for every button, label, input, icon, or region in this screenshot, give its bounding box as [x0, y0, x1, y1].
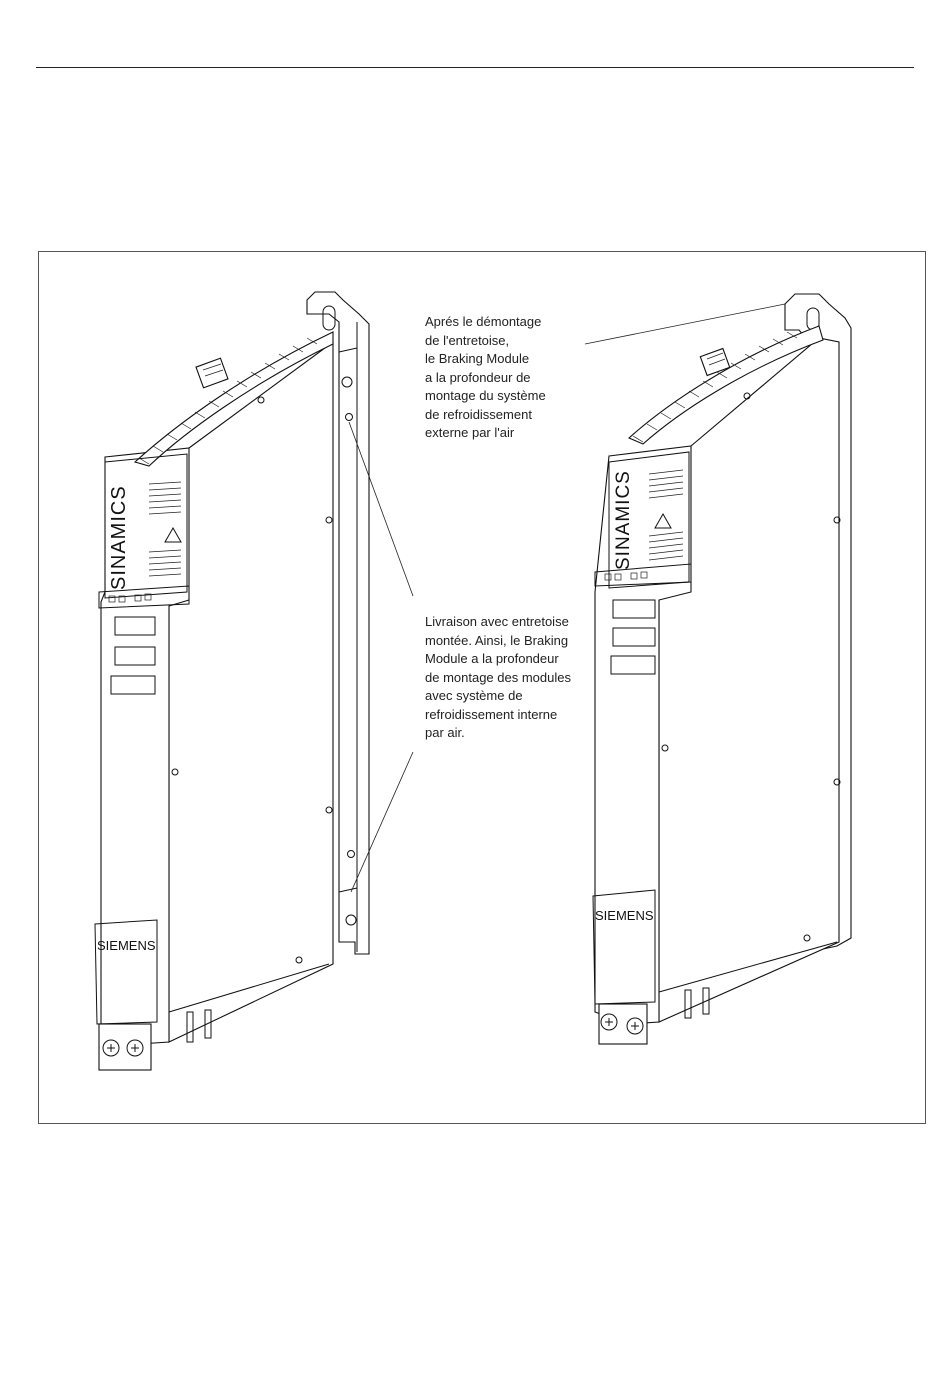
warning-icon-right	[654, 512, 672, 529]
product-label-right: SINAMICS	[613, 470, 634, 570]
brand-label-left: SIEMENS	[97, 938, 156, 953]
module-right: SINAMICS	[592, 293, 852, 1045]
module-left: SINAMICS	[94, 291, 370, 1071]
spacer-plate	[306, 291, 370, 955]
brand-label-right: SIEMENS	[595, 908, 654, 923]
module-illustration: SINAMICS	[94, 291, 852, 1071]
product-label-left: SINAMICS	[108, 485, 130, 590]
warning-icon-left	[164, 526, 182, 543]
callout-leaders	[348, 303, 786, 893]
callout-delivery-with-spacer: Livraison avec entretoise montée. Ainsi,…	[425, 614, 571, 740]
callout-after-removal: Aprés le démontage de l'entretoise, le B…	[425, 314, 546, 440]
header-rule	[36, 67, 914, 68]
figure-frame: SINAMICS	[38, 251, 926, 1124]
